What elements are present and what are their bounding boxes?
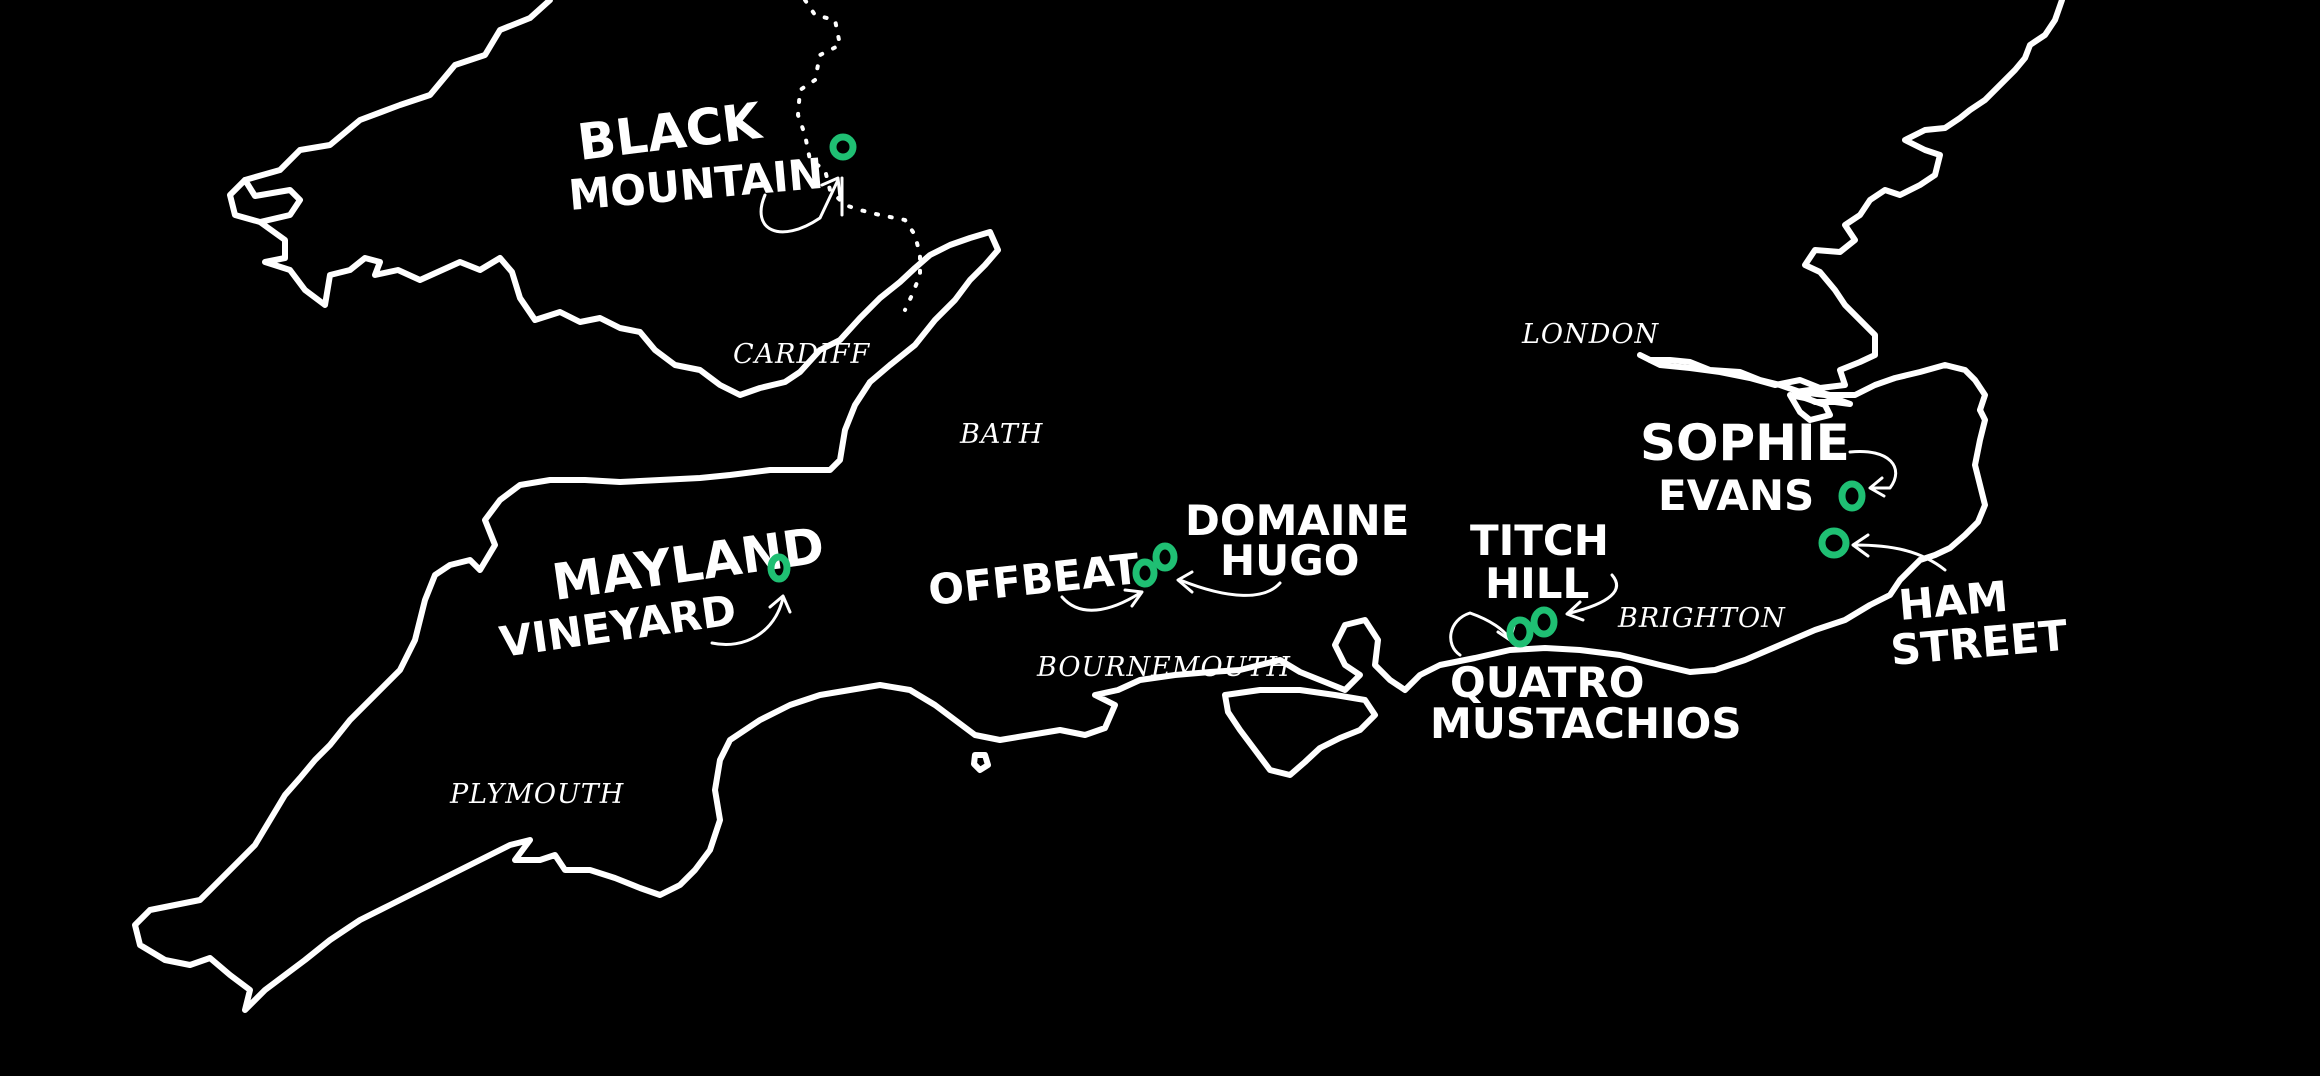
vineyard-label-titch-hill-line1: TITCH — [1470, 516, 1609, 565]
arrowhead-titch-hill — [1565, 600, 1585, 622]
marker-black-mountain[interactable] — [829, 133, 857, 161]
wales-west-peninsula — [242, 177, 303, 225]
arrow-offbeat — [1060, 591, 1142, 612]
city-label-cardiff: CARDIFF — [733, 339, 871, 370]
marker-offbeat[interactable] — [1132, 558, 1158, 588]
arrowhead-mayland — [768, 594, 792, 614]
arrow-titch-hill — [1568, 573, 1619, 615]
vineyard-label-domaine-hugo-line2: HUGO — [1220, 536, 1359, 585]
arrowhead-domaine-hugo — [1176, 570, 1194, 594]
isle-of-wight — [1222, 687, 1378, 778]
city-label-bournemouth: BOURNEMOUTH — [1036, 652, 1291, 683]
southwest-coastline — [132, 379, 1988, 1013]
city-label-plymouth: PLYMOUTH — [449, 779, 624, 810]
arrow-sophie-evans — [1848, 449, 1898, 490]
marker-quatro-mustachios[interactable] — [1506, 616, 1534, 648]
arrowhead-ham-street — [1851, 533, 1870, 558]
arrow-quatro-mustachios — [1449, 611, 1512, 657]
marker-mayland[interactable] — [767, 553, 791, 583]
vineyard-label-ham-street-line1: HAM — [1897, 572, 2010, 630]
vineyard-label-quatro-mustachios-line1: QUATRO — [1450, 658, 1644, 707]
vineyard-markers — [767, 133, 1866, 648]
arrowhead-offbeat — [1123, 588, 1144, 608]
marker-ham-street[interactable] — [1818, 527, 1850, 559]
vineyard-label-quatro-mustachios-line2: MUSTACHIOS — [1430, 699, 1742, 748]
arrowhead-black-mountain — [820, 176, 842, 200]
arrow-ham-street — [1853, 543, 1947, 572]
vineyard-label-titch-hill-line2: HILL — [1485, 559, 1589, 608]
arrow-black-mountain — [759, 178, 840, 234]
vineyard-label-sophie-evans-line2: EVANS — [1658, 471, 1814, 520]
arrow-domaine-hugo — [1178, 578, 1282, 597]
wales-england-border — [795, 0, 922, 312]
city-label-london: LONDON — [1521, 319, 1659, 350]
arrow-mayland — [710, 596, 785, 646]
marker-domaine-hugo[interactable] — [1152, 542, 1178, 572]
marker-sophie-evans[interactable] — [1838, 480, 1866, 512]
wales-coastline — [227, 0, 1001, 398]
vineyard-label-domaine-hugo-line1: DOMAINE — [1185, 496, 1409, 545]
sheppey-island — [1787, 392, 1833, 423]
small-island — [971, 752, 991, 773]
city-label-bath: BATH — [959, 419, 1043, 450]
vineyard-label-sophie-evans-line1: SOPHIE — [1640, 414, 1850, 472]
city-label-brighton: BRIGHTON — [1617, 603, 1786, 634]
marker-titch-hill[interactable] — [1530, 606, 1558, 638]
vineyard-label-offbeat: OFFBEAT — [926, 544, 1142, 615]
estuary-north-shore — [1637, 0, 2065, 391]
arrowhead-sophie-evans — [1868, 476, 1886, 498]
